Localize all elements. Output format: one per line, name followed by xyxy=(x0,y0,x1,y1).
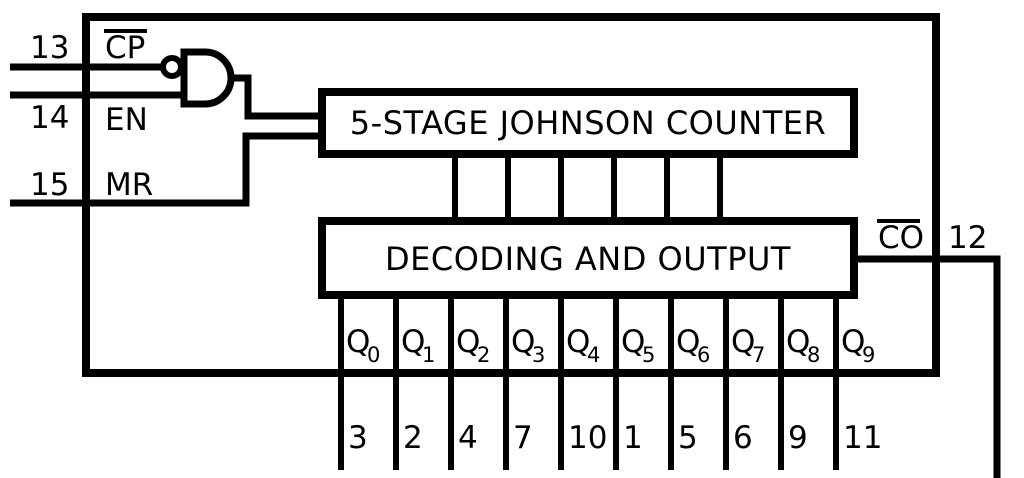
q-label-1: Q xyxy=(401,324,425,360)
pin-number-14: 14 xyxy=(30,100,69,136)
q-sub-7: 7 xyxy=(752,343,765,367)
output-pin-number-0: 3 xyxy=(348,420,368,456)
output-pin-number-3: 7 xyxy=(513,420,533,456)
q-output-labels: Q 0 Q 1 Q 2 Q 3 Q 4 Q 5 Q 6 Q 7 Q 8 Q 9 xyxy=(346,324,875,367)
q-label-7: Q xyxy=(731,324,755,360)
and-gate-inverted-clock-input xyxy=(160,48,235,108)
wire-gate-output-to-counter xyxy=(231,74,322,120)
block-decoding-and-output xyxy=(318,217,858,299)
output-pin-number-2: 4 xyxy=(458,420,478,456)
output-pin-number-6: 5 xyxy=(678,420,698,456)
pin-number-15: 15 xyxy=(30,167,69,203)
q-label-4: Q xyxy=(566,324,590,360)
q-label-3: Q xyxy=(511,324,535,360)
q-sub-4: 4 xyxy=(587,343,600,367)
q-label-5: Q xyxy=(621,324,645,360)
wire-pin-15-master-reset xyxy=(10,132,322,207)
q-label-2: Q xyxy=(456,324,480,360)
output-pin-numbers: 3 2 4 7 10 1 5 6 9 11 xyxy=(348,420,882,456)
q-label-0: Q xyxy=(346,324,370,360)
wire-carry-out-pin-12 xyxy=(854,255,1001,478)
decoder-block-label: DECODING AND OUTPUT xyxy=(385,240,791,278)
signal-label-en: EN xyxy=(105,102,148,138)
block-johnson-counter xyxy=(318,88,858,158)
q-sub-9: 9 xyxy=(862,343,875,367)
output-pin-number-8: 9 xyxy=(788,420,808,456)
q-label-8: Q xyxy=(786,324,810,360)
output-pin-number-5: 1 xyxy=(623,420,643,456)
q-label-9: Q xyxy=(841,324,865,360)
counter-block-label: 5-STAGE JOHNSON COUNTER xyxy=(350,104,826,142)
q-sub-0: 0 xyxy=(367,343,380,367)
output-pin-number-7: 6 xyxy=(733,420,753,456)
q-label-6: Q xyxy=(676,324,700,360)
q-sub-6: 6 xyxy=(697,343,710,367)
q-sub-2: 2 xyxy=(477,343,490,367)
internal-bus-counter-to-decoder xyxy=(452,154,723,221)
q-sub-1: 1 xyxy=(422,343,435,367)
signal-label-mr: MR xyxy=(105,167,153,203)
q-sub-8: 8 xyxy=(807,343,820,367)
signal-label-co: CO xyxy=(878,220,924,256)
pin-number-13: 13 xyxy=(30,30,69,66)
output-pin-number-1: 2 xyxy=(403,420,423,456)
output-pin-number-9: 11 xyxy=(843,420,882,456)
output-wires xyxy=(338,295,839,470)
inversion-bubble-icon xyxy=(160,55,184,79)
signal-label-cp: CP xyxy=(105,30,145,66)
q-sub-5: 5 xyxy=(642,343,655,367)
pin-number-12: 12 xyxy=(948,220,987,256)
output-pin-number-4: 10 xyxy=(568,420,607,456)
q-sub-3: 3 xyxy=(532,343,545,367)
